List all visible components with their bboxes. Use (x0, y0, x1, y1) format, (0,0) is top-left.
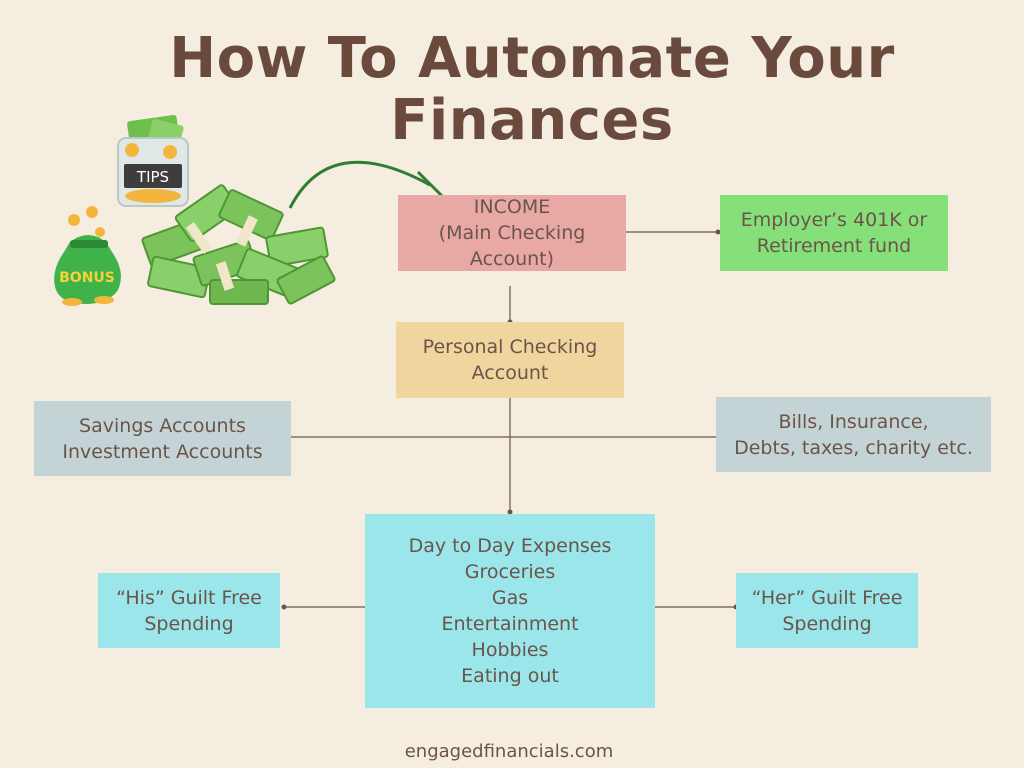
bag-label: BONUS (59, 270, 115, 286)
page-title: How To Automate Your Finances (0, 28, 1024, 152)
jar-label: TIPS (136, 168, 169, 186)
title-line-1: How To Automate Your (169, 26, 895, 91)
bills-node: Bills, Insurance, Debts, taxes, charity … (716, 397, 991, 472)
his-line-1: “His” Guilt Free (116, 586, 262, 609)
footer-website: engagedfinancials.com (404, 741, 614, 762)
daily-line-5: Hobbies (471, 639, 549, 661)
savings-line-1: Savings Accounts (79, 414, 246, 437)
daily-line-3: Gas (491, 587, 529, 609)
retirement-node: Employer’s 401K or Retirement fund (720, 195, 948, 271)
daily-line-4: Entertainment (441, 613, 579, 635)
her-line-2: Spending (782, 612, 872, 635)
money-pile-icon (141, 184, 336, 305)
daily-line-2: Groceries (464, 561, 556, 583)
bills-line-2: Debts, taxes, charity etc. (734, 436, 973, 459)
income-node: INCOME (Main Checking Account) (398, 195, 626, 271)
retirement-line-2: Retirement fund (756, 235, 912, 257)
daily-expenses-node: Day to Day Expenses Groceries Gas Entert… (365, 514, 655, 708)
personal-line-2: Account (471, 362, 549, 384)
tips-jar-icon: TIPS (117, 115, 189, 207)
title-line-2: Finances (390, 88, 674, 153)
personal-checking-node: Personal Checking Account (396, 322, 624, 398)
her-spending-node: “Her” Guilt Free Spending (736, 573, 918, 648)
daily-line-1: Day to Day Expenses (408, 535, 612, 557)
income-sub-2: Account) (469, 248, 555, 270)
savings-line-2: Investment Accounts (62, 440, 263, 463)
personal-line-1: Personal Checking (422, 336, 598, 358)
bills-line-1: Bills, Insurance, (778, 410, 929, 433)
bonus-bag-icon: BONUS (54, 206, 121, 306)
his-spending-node: “His” Guilt Free Spending (98, 573, 280, 648)
daily-line-6: Eating out (461, 665, 559, 687)
income-sub-1: (Main Checking (438, 222, 586, 244)
savings-node: Savings Accounts Investment Accounts (34, 401, 291, 476)
his-line-2: Spending (144, 612, 234, 635)
retirement-line-1: Employer’s 401K or (740, 209, 928, 231)
her-line-1: “Her” Guilt Free (751, 586, 903, 609)
income-label: INCOME (473, 196, 551, 218)
